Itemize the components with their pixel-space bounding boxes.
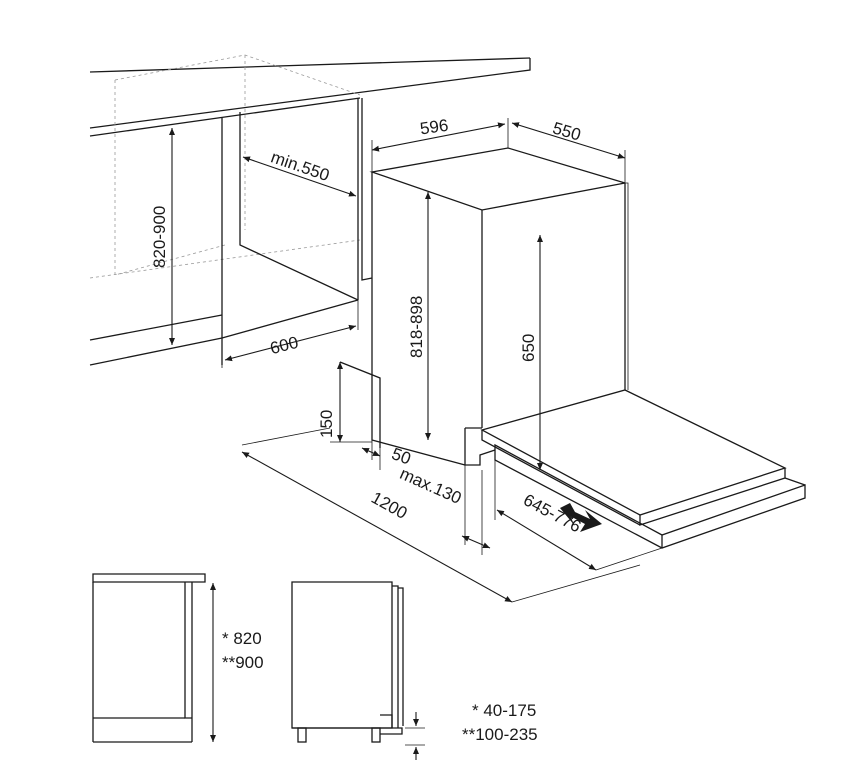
dim-550: 550 (550, 118, 583, 144)
dim-600: 600 (268, 333, 300, 358)
foot-note-2: **100-235 (462, 725, 538, 744)
dimension-lines (169, 118, 663, 603)
dim-min-550: min.550 (268, 147, 331, 185)
dim-150: 150 (317, 410, 336, 438)
dim-50: 50 (389, 444, 413, 468)
dim-818-898: 818-898 (407, 296, 426, 358)
foot-note-1: * 40-175 (472, 701, 536, 720)
height-note-2: **900 (222, 653, 264, 672)
dim-820-900: 820-900 (150, 206, 169, 268)
dim-650: 650 (519, 334, 538, 362)
dim-596: 596 (419, 116, 450, 139)
dim-max-130: max.130 (397, 464, 464, 508)
side-view-appliance (291, 581, 425, 760)
side-view-cabinet (92, 573, 216, 743)
kitchen-niche (89, 54, 531, 366)
dim-1200: 1200 (368, 488, 410, 523)
height-note-1: * 820 (222, 629, 262, 648)
